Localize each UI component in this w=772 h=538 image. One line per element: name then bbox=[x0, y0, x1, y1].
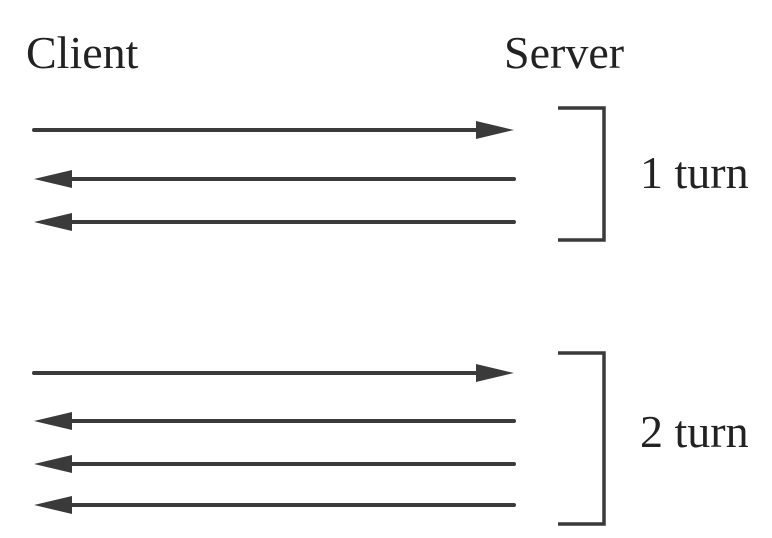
response-arrow bbox=[34, 412, 516, 430]
request-arrow bbox=[32, 121, 514, 139]
turn-group-2 bbox=[32, 351, 606, 526]
arrow-head bbox=[34, 412, 72, 430]
server-label: Server bbox=[504, 27, 624, 78]
arrow-head bbox=[34, 455, 72, 473]
turn-label-1: 1 turn bbox=[640, 147, 749, 198]
client-label: Client bbox=[26, 27, 139, 78]
turn-bracket bbox=[558, 106, 606, 242]
arrow-head bbox=[476, 121, 514, 139]
request-arrow bbox=[32, 364, 514, 382]
response-arrow bbox=[34, 496, 516, 514]
arrow-head bbox=[34, 496, 72, 514]
turn-group-1 bbox=[32, 106, 606, 242]
response-arrow bbox=[34, 213, 516, 231]
arrow-head bbox=[476, 364, 514, 382]
response-arrow bbox=[34, 170, 516, 188]
arrow-head bbox=[34, 213, 72, 231]
turn-bracket bbox=[558, 351, 606, 526]
turn-label-2: 2 turn bbox=[640, 406, 749, 457]
response-arrow bbox=[34, 455, 516, 473]
arrow-head bbox=[34, 170, 72, 188]
